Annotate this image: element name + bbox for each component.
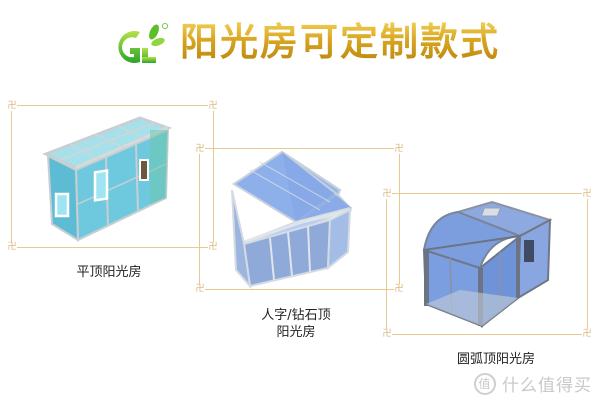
card-frame-flat-roof: 卍 卍 卍 卍 [7,101,218,252]
frame-corner-ornament: 卍 [7,101,17,111]
caption-arched-roof: 圆弧顶阳光房 [456,352,535,367]
header: 阳光房可定制款式 [0,0,600,80]
arched-roof-sunroom-image [422,200,553,328]
frame-corner-ornament: 卍 [394,284,404,294]
frame-corner-ornament: 卍 [582,329,592,339]
frame-corner-ornament: 卍 [208,101,218,111]
caption-gable-roof-line2: 阳光房 [276,325,316,340]
frame-corner-ornament: 卍 [7,242,17,252]
caption-flat-roof: 平顶阳光房 [76,265,142,280]
frame-corner-ornament: 卍 [195,144,205,154]
page-title: 阳光房可定制款式 [180,20,501,64]
card-frame-gable-roof: 卍 卍 卍 卍 [195,144,404,294]
frame-corner-ornament: 卍 [582,189,592,199]
frame-corner-ornament: 卍 [382,189,392,199]
gable-roof-sunroom-image [231,150,353,290]
frame-corner-ornament: 卍 [195,284,205,294]
frame-corner-ornament: 卍 [208,242,218,252]
watermark: 值 什么值得买 [474,371,592,396]
flat-roof-sunroom-image [42,116,173,242]
caption-gable-roof-line1: 人字/钻石顶 [261,308,331,323]
brand-logo-icon [118,23,169,64]
card-frame-arched-roof: 卍 卍 卍 卍 [382,189,592,339]
frame-corner-ornament: 卍 [394,144,404,154]
watermark-text: 什么值得买 [502,376,592,396]
frame-corner-ornament: 卍 [382,329,392,339]
smzdm-logo-icon: 值 [474,372,496,395]
